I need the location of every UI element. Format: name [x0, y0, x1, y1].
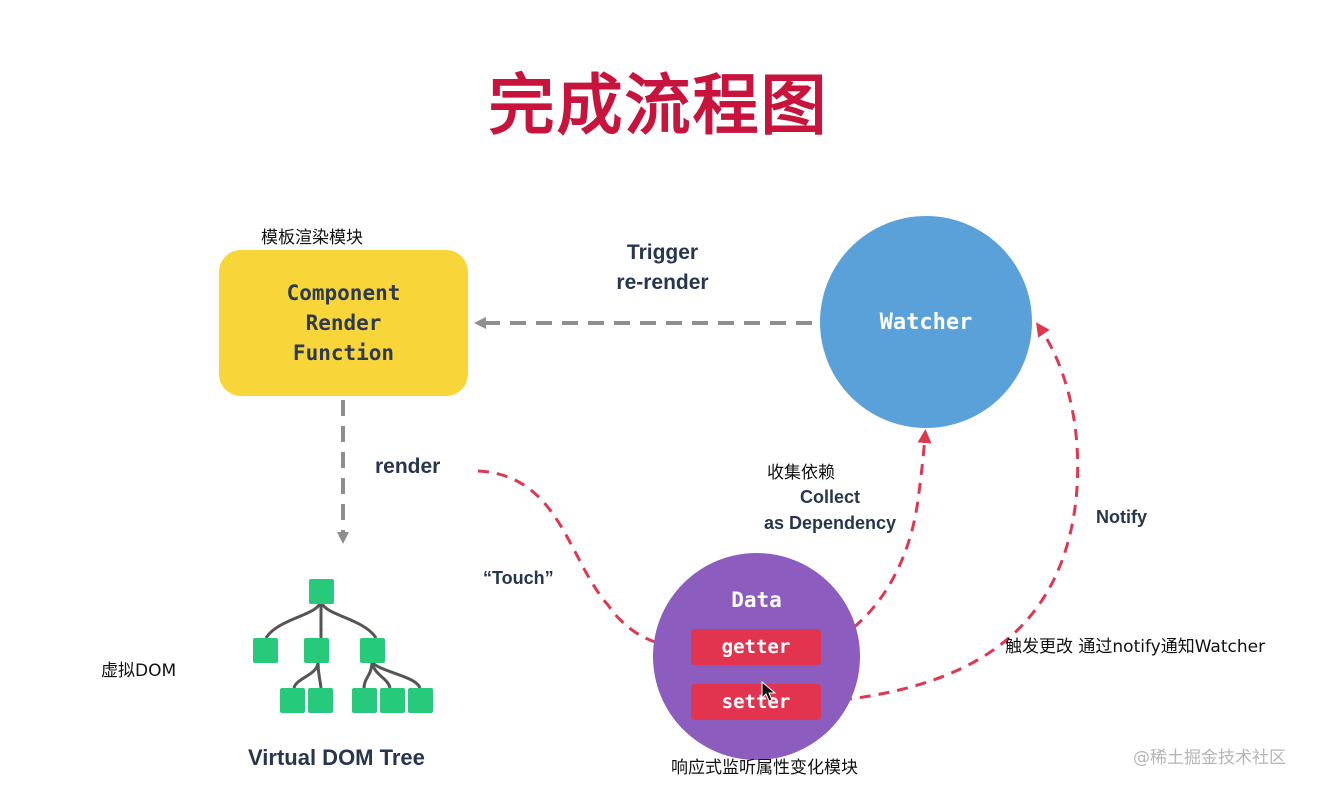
watermark: @稀土掘金技术社区: [1133, 748, 1286, 768]
trigger-label: Trigger re-render: [600, 238, 725, 298]
tree-node-l2-b: [308, 688, 333, 713]
notify-arrow: [821, 322, 1080, 704]
tree-node-l1-b: [304, 638, 329, 663]
setter-pill: setter: [691, 684, 821, 720]
watcher-label: Watcher: [879, 309, 973, 335]
tree-node-l2-a: [280, 688, 305, 713]
tree-node-l1-c: [360, 638, 385, 663]
touch-arrow: [477, 469, 687, 654]
tree-node-l2-d: [380, 688, 405, 713]
touch-label: “Touch”: [483, 568, 554, 588]
getter-pill: getter: [691, 629, 821, 665]
notify-cn-label: 触发更改 通过notify通知Watcher: [1005, 637, 1266, 657]
component-line-3: Function: [292, 341, 395, 365]
tree-node-l1-a: [253, 638, 278, 663]
data-label: Data: [731, 588, 782, 612]
template-module-label: 模板渲染模块: [261, 228, 363, 248]
mouse-cursor-icon: [761, 681, 777, 702]
component-line-1: Component: [286, 281, 401, 305]
collect-arrow: [821, 429, 932, 650]
tree-node-root: [309, 579, 334, 604]
collect-line-2: as Dependency: [763, 513, 897, 533]
collect-cn-label: 收集依赖: [767, 463, 835, 483]
trigger-line-1: Trigger: [626, 241, 699, 264]
collect-label: Collect as Dependency: [750, 484, 910, 536]
virtual-dom-cn-label: 虚拟DOM: [101, 661, 177, 681]
trigger-line-2: re-render: [616, 271, 709, 294]
reactive-module-label: 响应式监听属性变化模块: [671, 758, 858, 778]
page-title: 完成流程图: [488, 67, 829, 144]
component-line-2: Render: [305, 311, 382, 335]
component-render-box: Component Render Function: [219, 250, 468, 396]
watcher-node: Watcher: [820, 216, 1032, 428]
collect-line-1: Collect: [799, 487, 860, 507]
vdom-tree-caption: Virtual DOM Tree: [248, 745, 425, 770]
notify-label: Notify: [1096, 507, 1147, 527]
vdom-tree-graphic: [253, 579, 433, 713]
render-label: render: [375, 455, 441, 478]
tree-node-l2-c: [352, 688, 377, 713]
tree-node-l2-e: [408, 688, 433, 713]
